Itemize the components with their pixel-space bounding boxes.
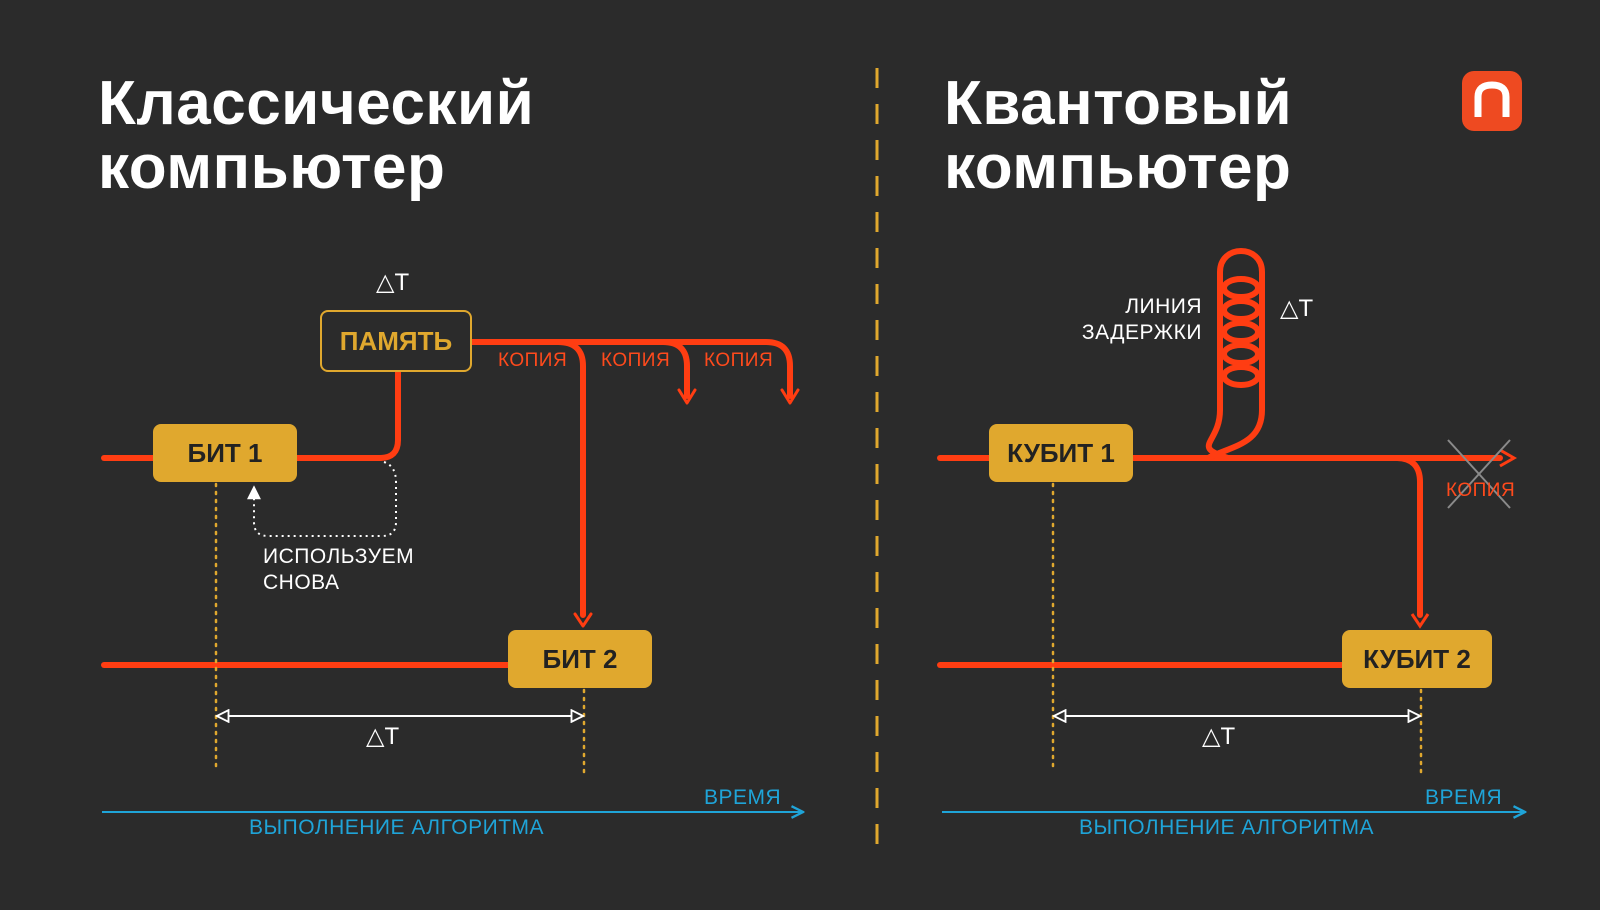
quantum-arrowhead-end xyxy=(1499,448,1518,468)
bit-1-box: БИТ 1 xyxy=(153,424,297,482)
copy-label-1: КОПИЯ xyxy=(498,350,568,371)
delta-delay: △T xyxy=(1280,295,1314,322)
qubit-2-box: КУБИТ 2 xyxy=(1342,630,1492,688)
qubit-2-label: КУБИТ 2 xyxy=(1363,643,1471,674)
reuse-label-line2: СНОВА xyxy=(263,571,340,594)
reuse-label-line1: ИСПОЛЬЗУЕМ xyxy=(263,545,415,568)
quantum-wires xyxy=(937,455,1503,668)
classical-delta-interval: △T xyxy=(366,723,400,750)
bit-2-label: БИТ 2 xyxy=(542,643,618,674)
delta-memory: △T xyxy=(376,269,410,296)
delta-triangle-icon: △ xyxy=(376,269,395,296)
quantum-title-line1: Квантовый xyxy=(944,69,1293,138)
qubit-1-label: КУБИТ 1 xyxy=(1007,437,1115,468)
delay-line-label-line1: ЛИНИЯ xyxy=(1125,295,1202,318)
bit-2-box: БИТ 2 xyxy=(508,630,652,688)
copy-label-2: КОПИЯ xyxy=(601,350,671,371)
delay-line-label: ЛИНИЯ ЗАДЕРЖКИ xyxy=(1062,294,1202,346)
classical-wires xyxy=(101,339,793,668)
classical-arrowheads xyxy=(573,388,800,628)
classical-title-line1: Классический xyxy=(98,69,535,138)
reuse-loop xyxy=(254,461,397,537)
quantum-delta-interval: △T xyxy=(1202,723,1236,750)
brand-logo-icon xyxy=(1462,71,1522,131)
classical-title-line2: компьютер xyxy=(98,133,446,202)
quantum-title: Квантовый компьютер xyxy=(944,72,1292,200)
memory-box: ПАМЯТЬ xyxy=(320,310,472,372)
delta-triangle-icon: △ xyxy=(1280,295,1299,322)
reuse-label: ИСПОЛЬЗУЕМ СНОВА xyxy=(263,544,414,596)
memory-label: ПАМЯТЬ xyxy=(339,325,453,356)
classical-execution-label: ВЫПОЛНЕНИЕ АЛГОРИТМА xyxy=(249,816,545,839)
classical-title: Классический компьютер xyxy=(98,72,534,200)
classical-time-label: ВРЕМЯ xyxy=(704,786,782,809)
qubit-1-box: КУБИТ 1 xyxy=(989,424,1133,482)
quantum-arrowhead-down xyxy=(1410,613,1430,629)
quantum-time-label: ВРЕМЯ xyxy=(1425,786,1503,809)
copy-label-3: КОПИЯ xyxy=(704,350,774,371)
quantum-execution-label: ВЫПОЛНЕНИЕ АЛГОРИТМА xyxy=(1079,816,1375,839)
delta-triangle-icon: △ xyxy=(1202,723,1221,750)
quantum-title-line2: компьютер xyxy=(944,133,1292,202)
copy-crossed-label: КОПИЯ xyxy=(1446,480,1516,501)
crossed-copy-x xyxy=(1447,439,1511,509)
bit-1-label: БИТ 1 xyxy=(187,437,263,468)
delay-line-label-line2: ЗАДЕРЖКИ xyxy=(1081,321,1202,344)
delay-line-coil xyxy=(1205,248,1265,461)
delta-triangle-icon: △ xyxy=(366,723,385,750)
